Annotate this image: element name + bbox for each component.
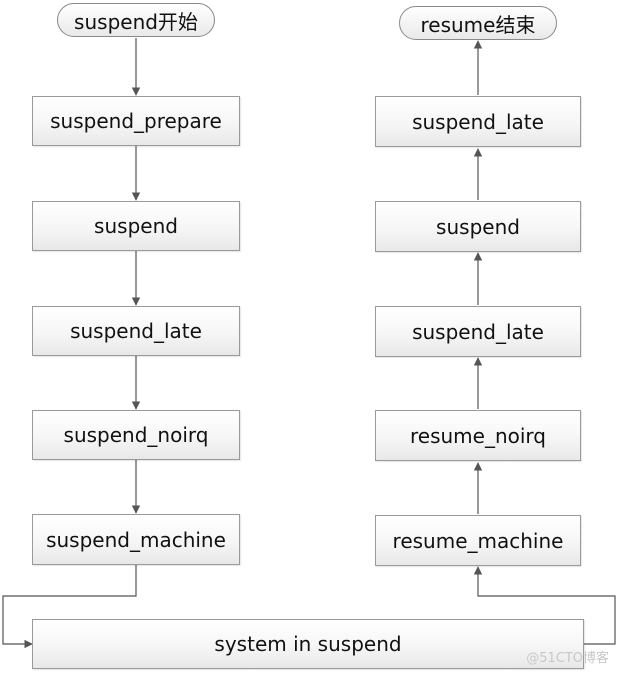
watermark: @51CTO博客 <box>526 651 609 666</box>
step-suspend: suspend <box>32 201 240 251</box>
step-suspend-late: suspend_late <box>32 306 240 356</box>
step-resume-suspend: suspend <box>375 201 581 252</box>
arrow-machine-to-system <box>2 565 137 649</box>
arrow-system-to-resume-machine <box>473 566 616 645</box>
step-suspend-machine: suspend_machine <box>32 514 240 565</box>
step-resume-suspend-late: suspend_late <box>375 306 581 357</box>
step-suspend-prepare: suspend_prepare <box>32 96 240 146</box>
system-in-suspend: system in suspend <box>32 619 584 669</box>
step-resume-noirq: resume_noirq <box>375 410 581 461</box>
start-node: suspend开始 <box>57 3 215 37</box>
step-resume-machine: resume_machine <box>375 515 581 566</box>
step-suspend-noirq: suspend_noirq <box>32 410 240 460</box>
step-resume-suspend-late-top: suspend_late <box>375 96 581 147</box>
end-node: resume结束 <box>399 6 557 40</box>
